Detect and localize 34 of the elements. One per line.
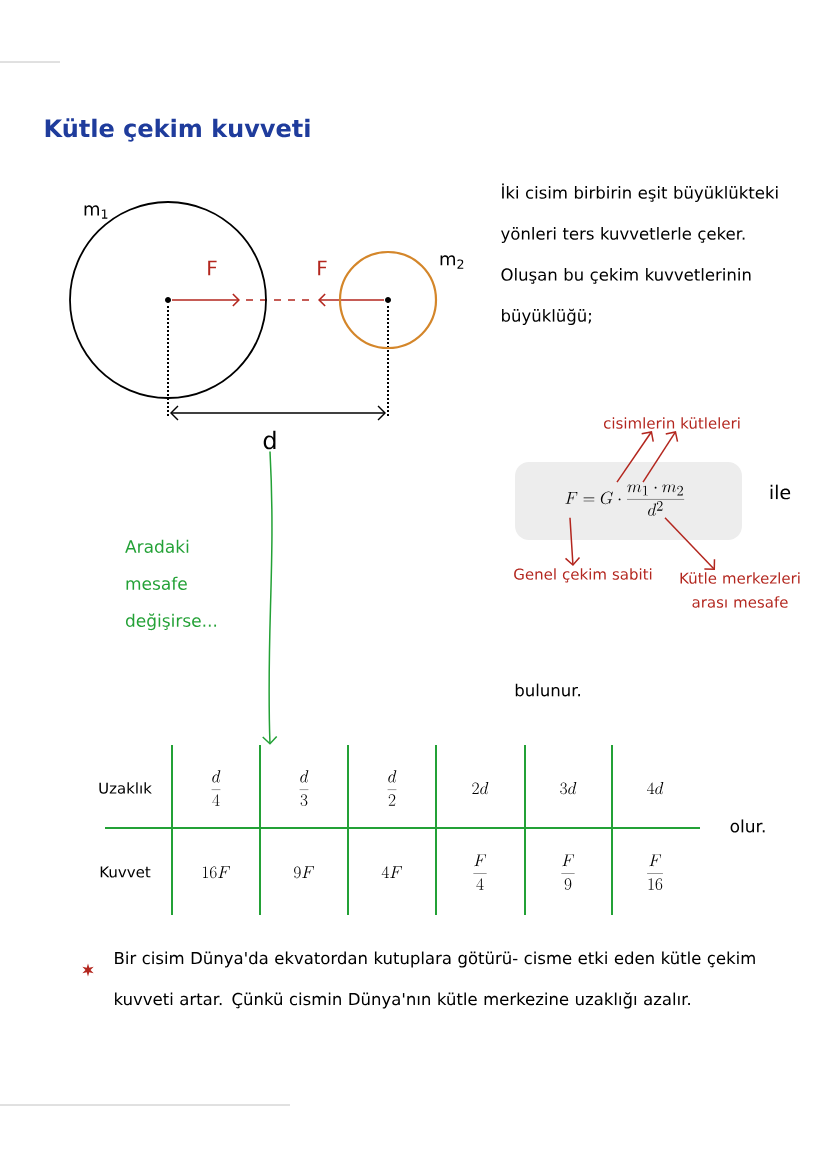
annotation: Kütle merkezleri arası mesafe bbox=[680, 572, 800, 608]
table-cell: $\frac{F}{9}$ bbox=[561, 854, 575, 890]
force-label: F bbox=[208, 260, 217, 276]
arrow bbox=[262, 450, 278, 745]
row-header: Uzaklık bbox=[99, 782, 152, 794]
table-cell: $\frac{d}{3}$ bbox=[299, 770, 309, 807]
formula: $F = G \cdot \frac{m_1 \cdot m_2}{d^2}$ bbox=[565, 484, 685, 516]
annotation: cisimlerin kütleleri bbox=[603, 417, 740, 429]
table-cell: $\frac{F}{16}$ bbox=[647, 854, 663, 890]
table-cell: $4F$ bbox=[381, 866, 403, 878]
text: ile bbox=[770, 484, 791, 500]
table-cell: $16F$ bbox=[202, 866, 231, 879]
table-cell: $\frac{d}{4}$ bbox=[211, 770, 221, 806]
paragraph: İki cisim birbirin eşit büyüklükteki yönleri ters kuvvetlerle çeker. Oluşan bu çekim kuvvetlerinin büyüklüğü; bbox=[501, 183, 778, 326]
note: Bir cisim Dünya'da ekvatordan kutuplara götürü- cisme etki eden kütle çekim kuvveti artar. Çünkü cismin Dünya'nın kütle merkezine uzaklığı azalır. bbox=[115, 951, 755, 1009]
edge-label: Aradaki mesafe değişirse... bbox=[125, 539, 217, 631]
arrow bbox=[616, 431, 654, 483]
table-cell: $9F$ bbox=[294, 866, 315, 879]
table-cell: $\frac{F}{4}$ bbox=[473, 854, 487, 890]
title: Kütle çekim kuvveti bbox=[45, 118, 310, 142]
distance-label: d bbox=[263, 430, 276, 450]
table-cell: $3d$ bbox=[560, 782, 577, 795]
table-cell: $2d$ bbox=[472, 782, 489, 795]
row-header: Kuvvet bbox=[100, 866, 151, 878]
annotation: Genel çekim sabiti bbox=[514, 568, 652, 583]
node-label: m$_{2}$ bbox=[440, 255, 464, 269]
arrow bbox=[664, 517, 716, 570]
text: bulunur. bbox=[515, 683, 580, 697]
table-cell: $\frac{d}{2}$ bbox=[387, 770, 397, 806]
force-label: F bbox=[318, 260, 327, 276]
arrow bbox=[564, 517, 581, 566]
text: olur. bbox=[730, 819, 765, 833]
table-cell: $4d$ bbox=[647, 782, 664, 795]
arrow bbox=[642, 431, 679, 483]
